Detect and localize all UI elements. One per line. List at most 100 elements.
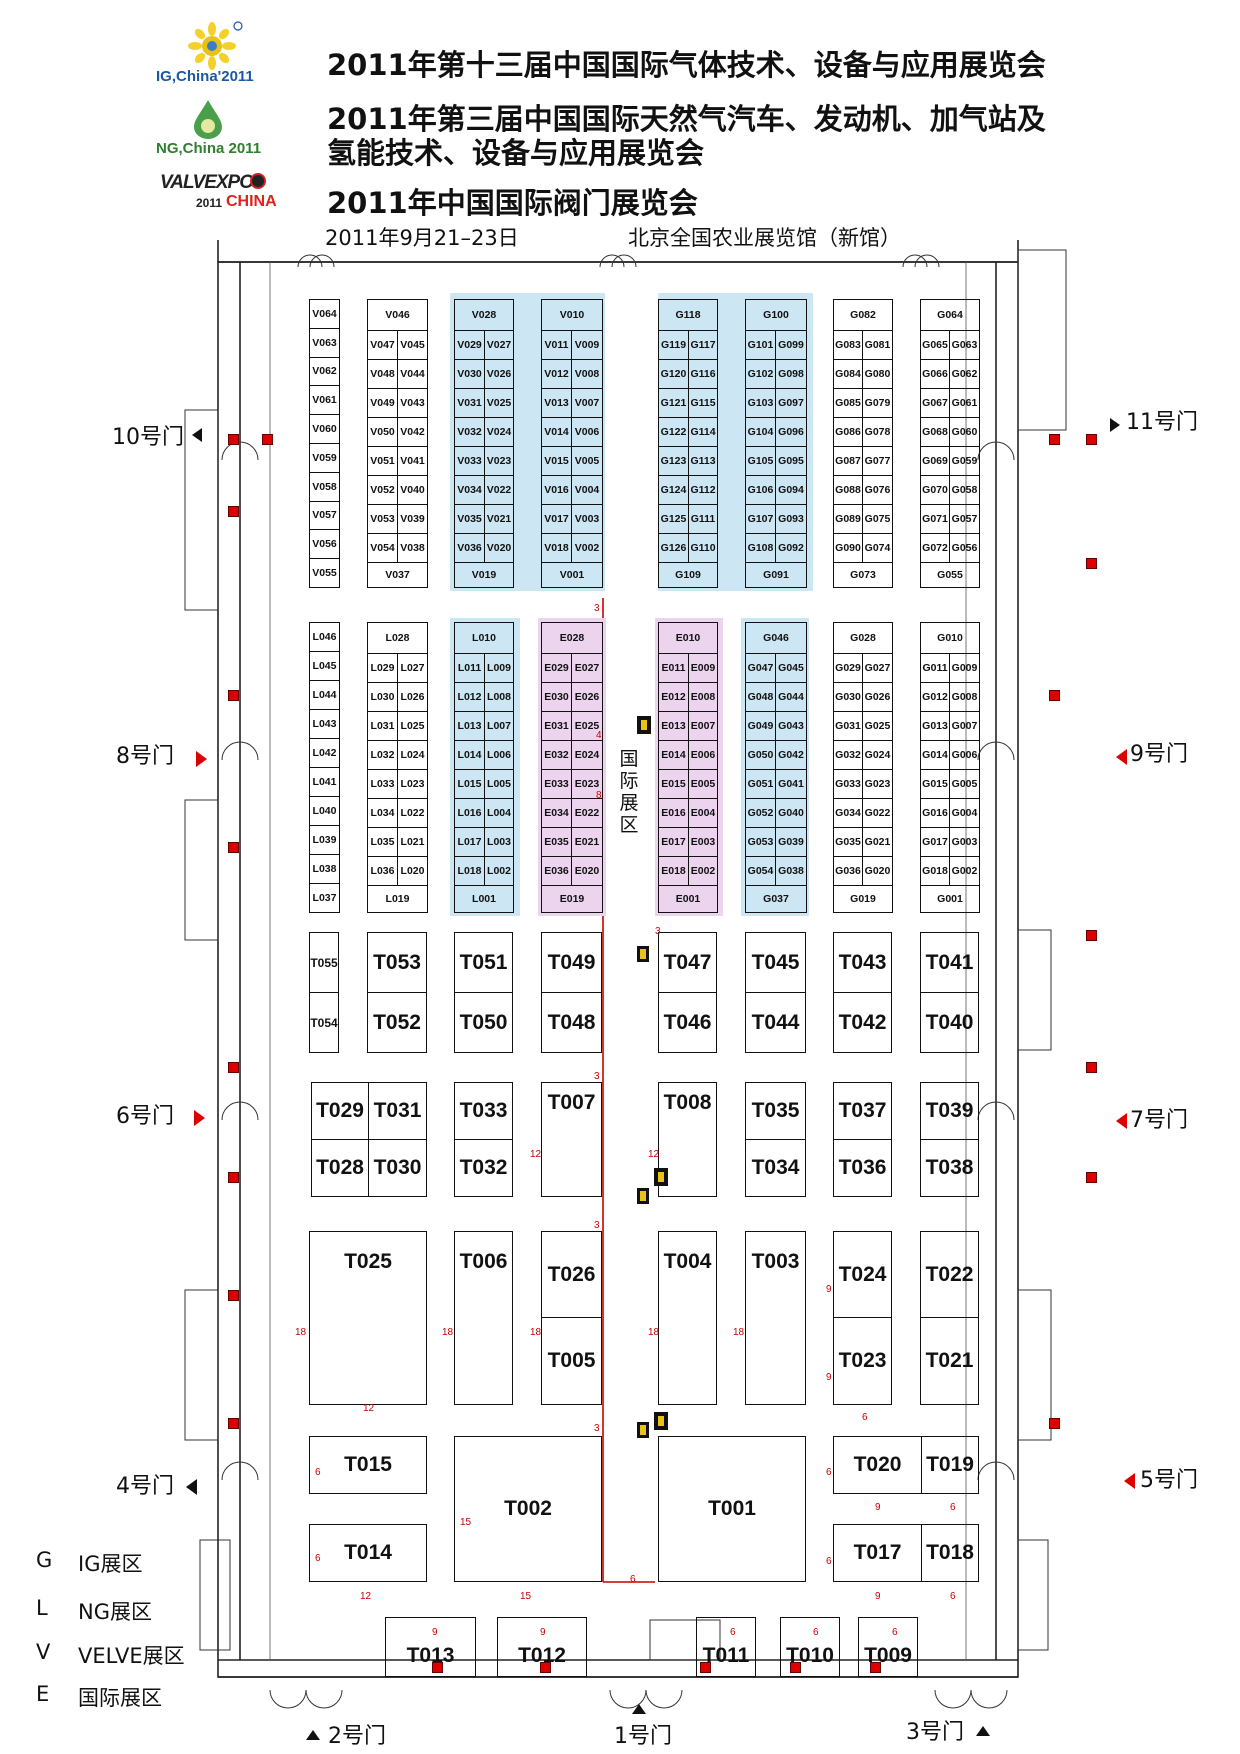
- booth-g075[interactable]: G075: [862, 504, 893, 534]
- booth-T038[interactable]: T038: [920, 1139, 979, 1197]
- booth-l036[interactable]: L036: [367, 856, 398, 886]
- booth-g056[interactable]: G056: [949, 533, 980, 563]
- booth-l005[interactable]: L005: [484, 769, 514, 799]
- booth-g108[interactable]: G108: [745, 533, 776, 563]
- booth-T054[interactable]: T054: [309, 992, 339, 1053]
- booth-g074[interactable]: G074: [862, 533, 893, 563]
- booth-g007[interactable]: G007: [949, 711, 980, 741]
- booth-T053[interactable]: T053: [367, 932, 427, 993]
- booth-l031[interactable]: L031: [367, 711, 398, 741]
- booth-g107[interactable]: G107: [745, 504, 776, 534]
- booth-g058[interactable]: G058: [949, 475, 980, 505]
- door-3[interactable]: 3号门: [906, 1720, 964, 1745]
- booth-l046[interactable]: L046: [309, 622, 340, 652]
- booth-e032[interactable]: E032: [541, 740, 572, 770]
- booth-g050[interactable]: G050: [745, 740, 776, 770]
- booth-g016[interactable]: G016: [920, 798, 950, 828]
- booth-v009[interactable]: V009: [571, 330, 603, 360]
- booth-e004[interactable]: E004: [688, 798, 718, 828]
- booth-g003[interactable]: G003: [949, 827, 980, 857]
- booth-T036[interactable]: T036: [833, 1139, 892, 1197]
- booth-l010[interactable]: L010: [454, 622, 514, 654]
- booth-v057[interactable]: V057: [309, 500, 340, 531]
- booth-g049[interactable]: G049: [745, 711, 776, 741]
- booth-g029[interactable]: G029: [833, 653, 863, 683]
- booth-l022[interactable]: L022: [397, 798, 428, 828]
- booth-g066[interactable]: G066: [920, 359, 950, 389]
- booth-g062[interactable]: G062: [949, 359, 980, 389]
- booth-l021[interactable]: L021: [397, 827, 428, 857]
- booth-v064[interactable]: V064: [309, 299, 340, 329]
- booth-l045[interactable]: L045: [309, 651, 340, 681]
- booth-g109[interactable]: G109: [658, 562, 718, 588]
- booth-g013[interactable]: G013: [920, 711, 950, 741]
- booth-T013[interactable]: T013: [385, 1617, 476, 1677]
- booth-g041[interactable]: G041: [775, 769, 807, 799]
- booth-e017[interactable]: E017: [658, 827, 689, 857]
- booth-e036[interactable]: E036: [541, 856, 572, 886]
- booth-T047[interactable]: T047: [658, 932, 717, 993]
- booth-T017[interactable]: T017: [833, 1524, 922, 1582]
- booth-T055[interactable]: T055: [309, 932, 339, 993]
- booth-g024[interactable]: G024: [862, 740, 893, 770]
- booth-g116[interactable]: G116: [688, 359, 718, 389]
- booth-T033[interactable]: T033: [454, 1082, 513, 1140]
- booth-T030[interactable]: T030: [368, 1139, 427, 1197]
- booth-g042[interactable]: G042: [775, 740, 807, 770]
- booth-g073[interactable]: G073: [833, 562, 893, 588]
- booth-v042[interactable]: V042: [397, 417, 428, 447]
- booth-g069[interactable]: G069: [920, 446, 950, 476]
- booth-e012[interactable]: E012: [658, 682, 689, 712]
- booth-g080[interactable]: G080: [862, 359, 893, 389]
- booth-T037[interactable]: T037: [833, 1082, 892, 1140]
- booth-g078[interactable]: G078: [862, 417, 893, 447]
- booth-g100[interactable]: G100: [745, 299, 807, 331]
- booth-v006[interactable]: V006: [571, 417, 603, 447]
- booth-v020[interactable]: V020: [484, 533, 514, 563]
- booth-g040[interactable]: G040: [775, 798, 807, 828]
- booth-e001[interactable]: E001: [658, 885, 718, 913]
- booth-e010[interactable]: E010: [658, 622, 718, 654]
- booth-g021[interactable]: G021: [862, 827, 893, 857]
- booth-T007[interactable]: T007: [541, 1082, 602, 1197]
- booth-g023[interactable]: G023: [862, 769, 893, 799]
- booth-g036[interactable]: G036: [833, 856, 863, 886]
- booth-g012[interactable]: G012: [920, 682, 950, 712]
- booth-v056[interactable]: V056: [309, 529, 340, 560]
- booth-T014[interactable]: T014: [309, 1524, 427, 1582]
- booth-v011[interactable]: V011: [541, 330, 572, 360]
- booth-T031[interactable]: T031: [368, 1082, 427, 1140]
- booth-g098[interactable]: G098: [775, 359, 807, 389]
- booth-v035[interactable]: V035: [454, 504, 485, 534]
- booth-g077[interactable]: G077: [862, 446, 893, 476]
- booth-g110[interactable]: G110: [688, 533, 718, 563]
- booth-T006[interactable]: T006: [454, 1231, 513, 1405]
- booth-e022[interactable]: E022: [571, 798, 603, 828]
- booth-e018[interactable]: E018: [658, 856, 689, 886]
- booth-g104[interactable]: G104: [745, 417, 776, 447]
- booth-v028[interactable]: V028: [454, 299, 514, 331]
- booth-e027[interactable]: E027: [571, 653, 603, 683]
- booth-l020[interactable]: L020: [397, 856, 428, 886]
- booth-l023[interactable]: L023: [397, 769, 428, 799]
- booth-e030[interactable]: E030: [541, 682, 572, 712]
- door-8[interactable]: 8号门: [116, 744, 174, 769]
- booth-g106[interactable]: G106: [745, 475, 776, 505]
- booth-l025[interactable]: L025: [397, 711, 428, 741]
- booth-v051[interactable]: V051: [367, 446, 398, 476]
- booth-g004[interactable]: G004: [949, 798, 980, 828]
- booth-v016[interactable]: V016: [541, 475, 572, 505]
- booth-g022[interactable]: G022: [862, 798, 893, 828]
- booth-v033[interactable]: V033: [454, 446, 485, 476]
- booth-e033[interactable]: E033: [541, 769, 572, 799]
- booth-v039[interactable]: V039: [397, 504, 428, 534]
- booth-T002[interactable]: T002: [454, 1436, 602, 1582]
- booth-g093[interactable]: G093: [775, 504, 807, 534]
- booth-e035[interactable]: E035: [541, 827, 572, 857]
- booth-g025[interactable]: G025: [862, 711, 893, 741]
- booth-T023[interactable]: T023: [833, 1317, 892, 1405]
- booth-g065[interactable]: G065: [920, 330, 950, 360]
- booth-g054[interactable]: G054: [745, 856, 776, 886]
- booth-g117[interactable]: G117: [688, 330, 718, 360]
- booth-g026[interactable]: G026: [862, 682, 893, 712]
